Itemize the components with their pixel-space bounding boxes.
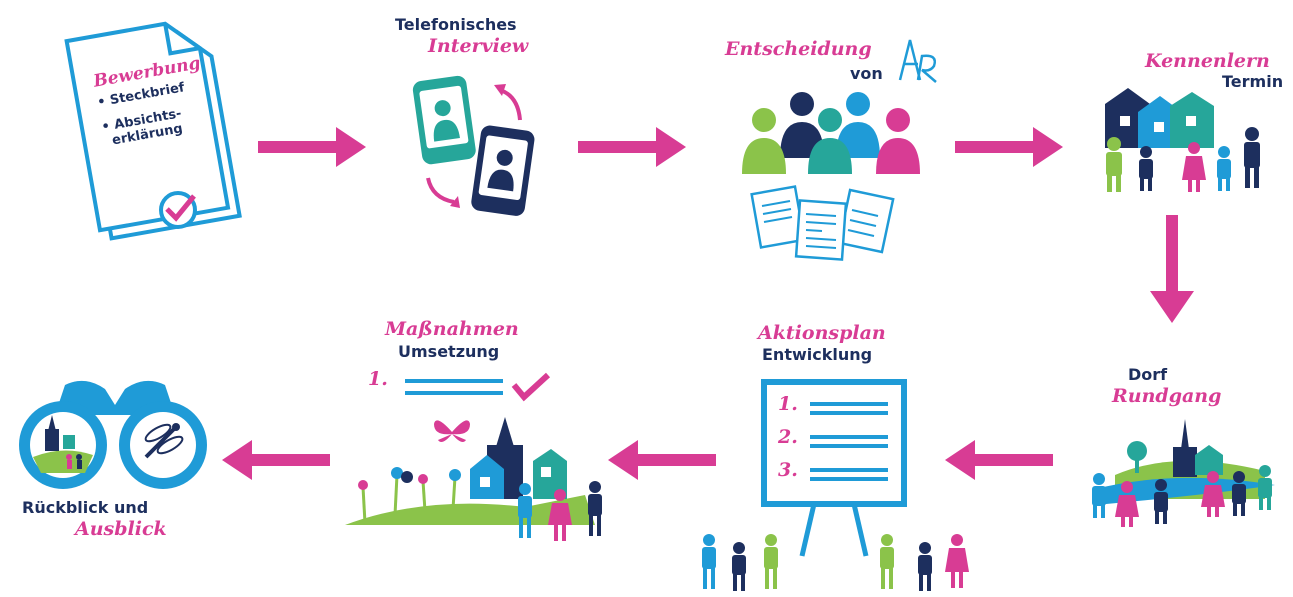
kennenlern-line1: Kennenlern	[1145, 50, 1270, 72]
document-icon	[64, 21, 242, 241]
butterfly-icon	[434, 420, 470, 442]
arrow-right-icon	[578, 127, 686, 167]
village-icon	[1092, 419, 1275, 527]
interview-line2: Interview	[428, 35, 529, 57]
aktionsplan-line1: Aktionsplan	[758, 322, 886, 344]
dragonfly-icon	[144, 423, 184, 459]
interview-line1: Telefonisches	[395, 15, 517, 34]
arrow-down-icon	[1150, 215, 1194, 323]
arrow-left-icon	[945, 440, 1053, 480]
entscheidung-line2: von	[850, 64, 883, 83]
massnahmen-line2: Umsetzung	[398, 342, 500, 361]
kennenlern-line2: Termin	[1222, 72, 1284, 91]
flipchart-icon	[761, 379, 907, 557]
arrow-left-icon	[608, 440, 716, 480]
massnahmen-line1: Maßnahmen	[385, 318, 519, 340]
aktionsplan-line2: Entwicklung	[762, 345, 873, 364]
houses-icon	[1105, 88, 1260, 192]
rueckblick-line2: Ausblick	[75, 518, 167, 540]
people-group-icon	[742, 92, 920, 174]
rueckblick-line1: Rückblick und	[22, 498, 149, 517]
binoculars-icon	[19, 380, 207, 489]
aktionsplan-num-1: 1.	[778, 393, 798, 415]
papers-icon	[750, 185, 895, 261]
massnahmen-num-1: 1.	[368, 368, 388, 390]
phone-icon	[412, 75, 535, 216]
arrow-right-icon	[955, 127, 1063, 167]
rundgang-line1: Dorf	[1128, 365, 1168, 384]
list-lines-icon	[405, 379, 503, 395]
ar-logo-icon	[898, 39, 937, 83]
arrow-left-icon	[222, 440, 330, 480]
entscheidung-line1: Entscheidung	[725, 38, 872, 60]
arrow-right-icon	[258, 127, 366, 167]
people-row-icon	[702, 534, 969, 591]
checkmark-icon	[511, 372, 551, 402]
flowers-icon	[345, 417, 602, 541]
checkmark-icon	[159, 191, 197, 229]
aktionsplan-num-2: 2.	[778, 426, 798, 448]
rundgang-line2: Rundgang	[1112, 385, 1222, 407]
aktionsplan-num-3: 3.	[778, 459, 798, 481]
